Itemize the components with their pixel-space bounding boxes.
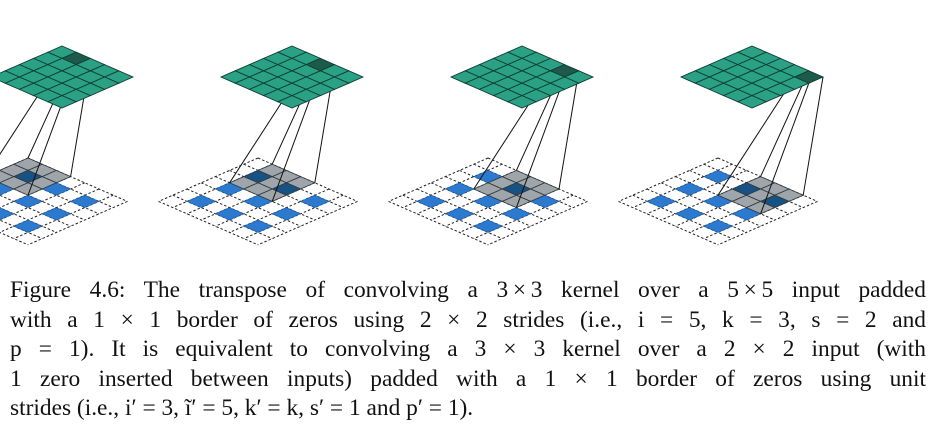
output-grid <box>0 45 135 109</box>
kernel-cell <box>0 170 15 184</box>
input-cell <box>69 194 100 208</box>
projection-line <box>802 76 824 196</box>
input-cell <box>674 207 705 221</box>
input-cell <box>646 194 677 208</box>
input-cell <box>703 219 733 233</box>
input-grid-line <box>618 157 719 202</box>
input-cell <box>243 219 273 233</box>
input-cell <box>473 219 503 233</box>
kernel-window <box>472 169 560 209</box>
output-cell <box>506 95 538 109</box>
input-cell <box>299 194 330 208</box>
transposed-convolution-figure <box>0 45 825 246</box>
panel-4 <box>618 45 825 246</box>
input-grid-line <box>487 200 588 246</box>
panel-1 <box>0 45 135 246</box>
kernel-window <box>228 163 316 202</box>
panel-3 <box>388 45 595 246</box>
input-grid-line <box>388 157 489 202</box>
projection-line <box>558 70 580 190</box>
projection-line <box>760 70 810 177</box>
projection-line <box>717 76 796 196</box>
output-cell <box>46 95 78 109</box>
input-cell <box>444 207 475 221</box>
output-grid <box>219 45 365 109</box>
input-cell <box>444 182 475 196</box>
input-grid-line <box>257 200 358 246</box>
projection-line <box>760 83 810 214</box>
input-cell <box>703 170 733 184</box>
figure-caption: Figure 4.6: The transpose of convolving … <box>10 276 926 424</box>
input-cell <box>271 207 302 221</box>
input-cell <box>41 207 72 221</box>
caption-line-1: Figure 4.6: The transpose of convolving … <box>10 277 926 303</box>
input-cell <box>186 194 217 208</box>
output-cell <box>276 95 308 109</box>
panel-2 <box>158 45 365 246</box>
caption-line-5: strides (i.e., i′ = 3, ĩ′ = 5, k′ = k, s… <box>10 395 474 421</box>
input-cell <box>416 194 447 208</box>
input-grid-line <box>158 200 259 246</box>
caption-line-2: with a 1 × 1 border of zeros using 2 × 2… <box>10 306 926 333</box>
input-cell <box>13 219 43 233</box>
input-cell <box>0 207 15 221</box>
output-grid <box>679 45 825 109</box>
input-grid <box>388 157 588 246</box>
kernel-window <box>0 157 72 196</box>
caption-line-3: p = 1). It is equivalent to convolving a… <box>10 336 926 362</box>
projection-line <box>515 76 566 208</box>
input-cell <box>214 207 245 221</box>
input-grid-line <box>0 232 29 246</box>
input-grid-line <box>388 200 489 246</box>
output-grid <box>449 45 595 109</box>
input-cell <box>501 207 532 221</box>
input-cell <box>674 182 705 196</box>
input-grid-line <box>618 200 719 246</box>
kernel-window <box>717 176 805 215</box>
input-grid-line <box>27 200 128 246</box>
caption-line-4: 1 zero inserted between inputs) padded w… <box>10 365 926 392</box>
output-cell <box>736 95 768 109</box>
input-cell <box>13 194 43 208</box>
input-grid-line <box>717 200 818 246</box>
